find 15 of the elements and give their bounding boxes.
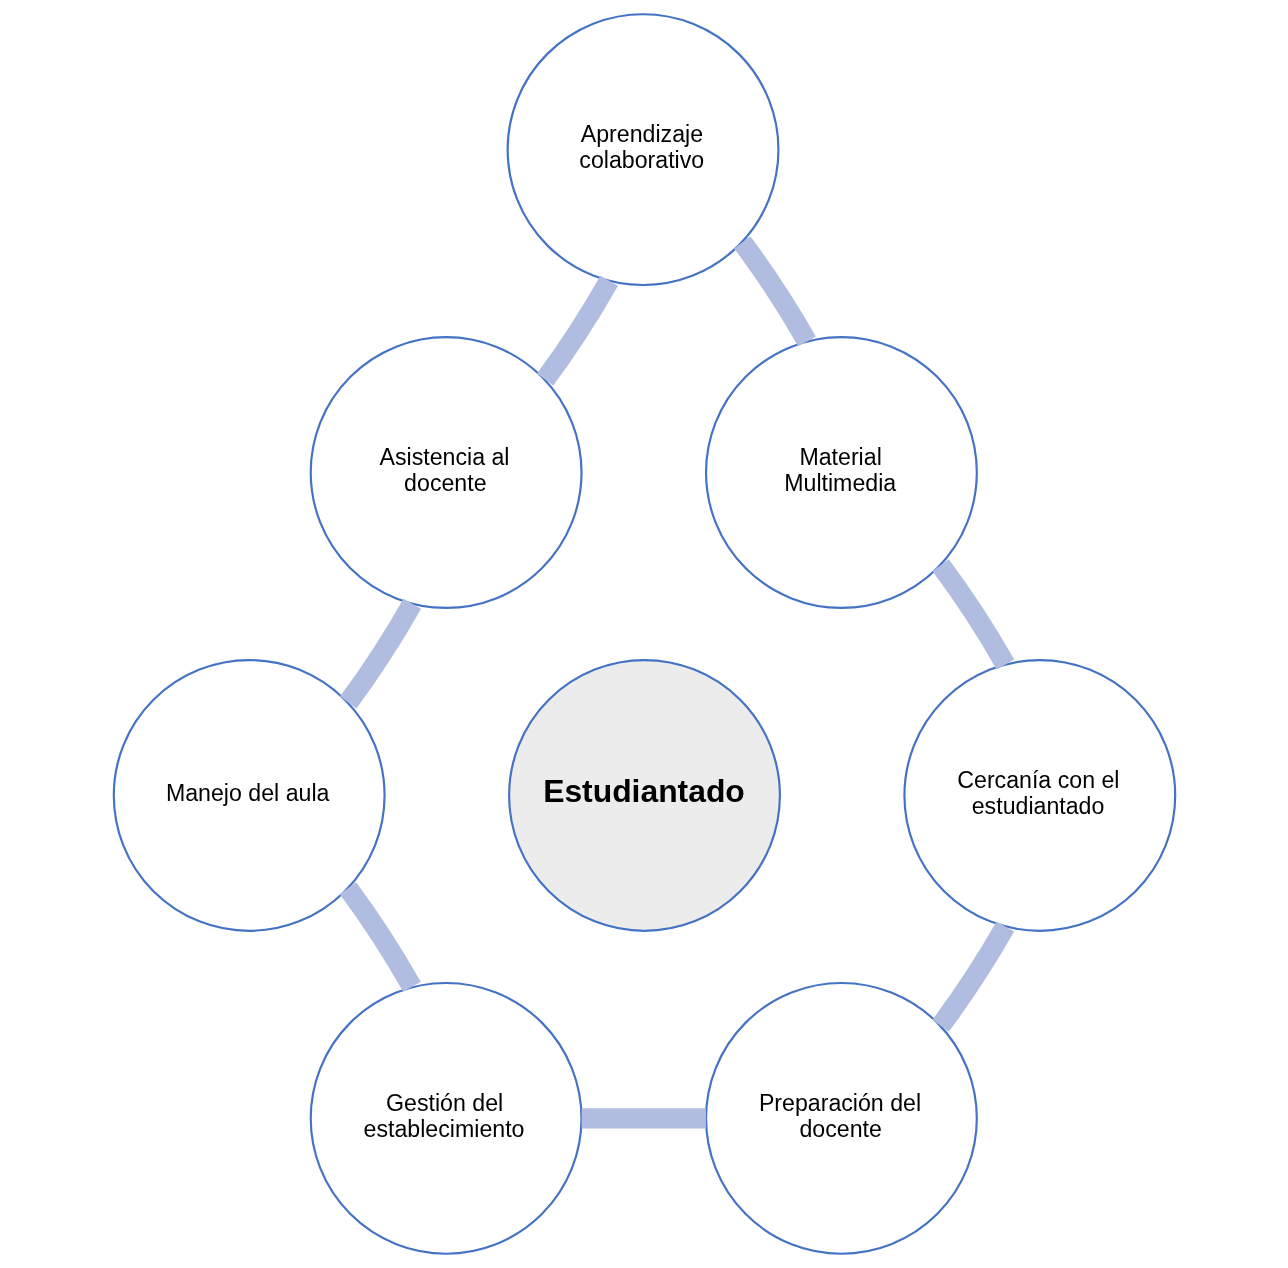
- node-circle: Aprendizaje colaborativo: [506, 13, 780, 287]
- node-circle: Material Multimedia: [704, 336, 978, 610]
- node-circle: Gestión del establecimiento: [309, 981, 583, 1255]
- node-circle: Cercanía con el estudiantado: [902, 658, 1176, 932]
- connector: [733, 236, 816, 347]
- node-circle: Manejo del aula: [112, 658, 386, 932]
- node-circle: Asistencia al docente: [309, 336, 583, 610]
- connector: [536, 275, 618, 386]
- connector: [339, 598, 421, 709]
- connector: [931, 921, 1014, 1032]
- connector: [339, 882, 421, 992]
- node-circle: Estudiantado: [507, 658, 781, 932]
- node-circle: Preparación del docente: [704, 981, 978, 1255]
- connector: [932, 559, 1014, 670]
- connector: [581, 1108, 706, 1129]
